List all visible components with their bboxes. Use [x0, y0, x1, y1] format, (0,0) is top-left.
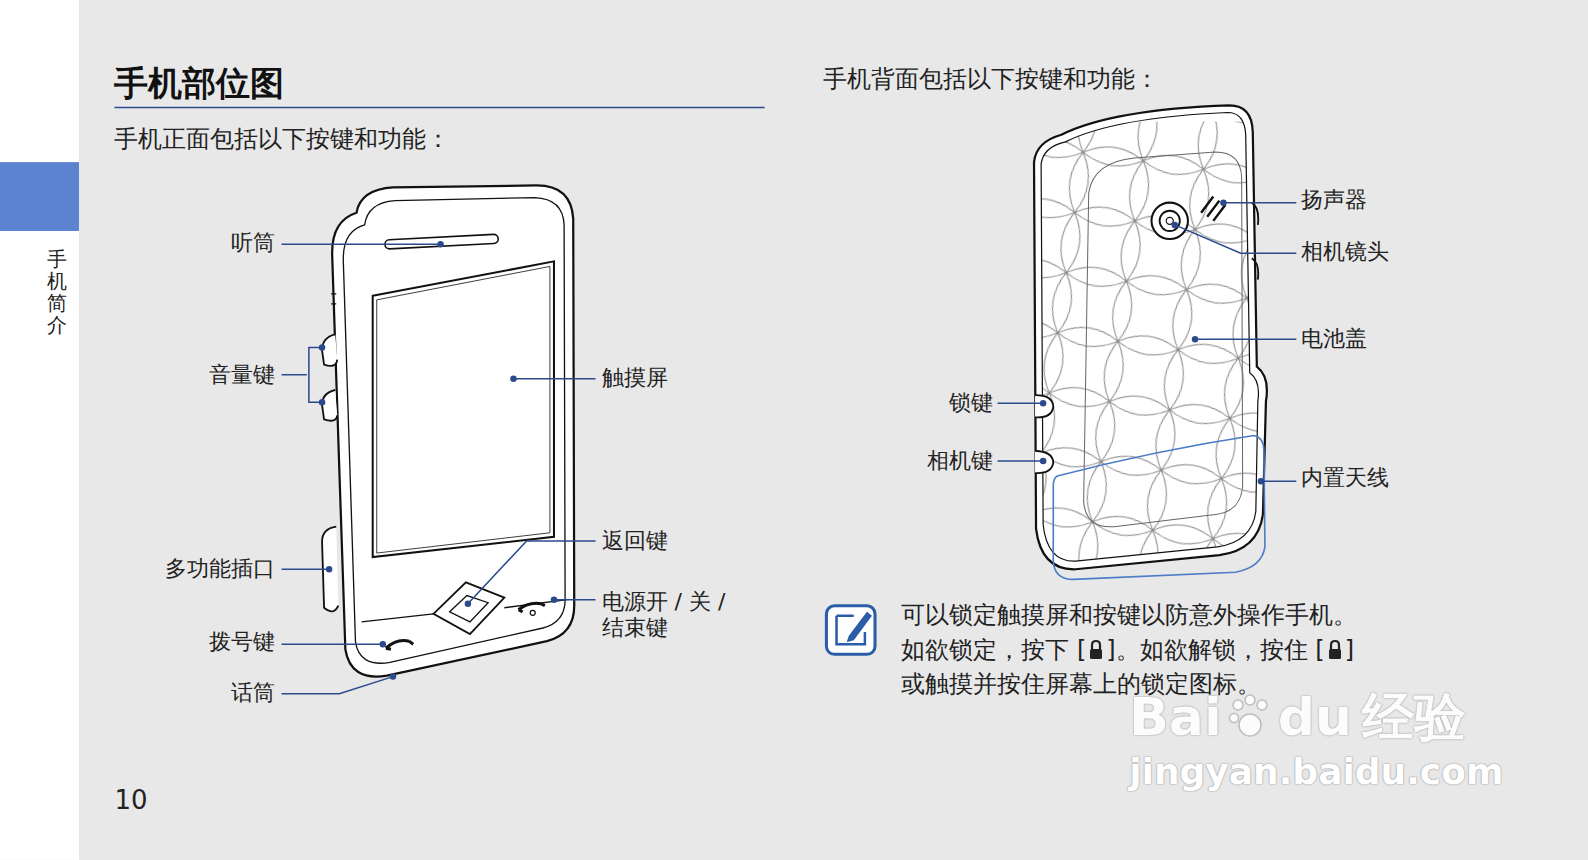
note-line: 如欲锁定，按下 [ ]。如欲解锁，按住 []	[901, 636, 1354, 665]
page-title: 手机部位图	[114, 63, 284, 104]
leader-lines	[282, 244, 596, 694]
antenna-outline	[1053, 436, 1265, 580]
note-text: ]	[1345, 636, 1354, 665]
part-label: 音量键	[209, 362, 275, 388]
note-icon	[826, 606, 875, 655]
watermark-text: 经验	[1362, 686, 1466, 748]
part-label: 多功能插口	[165, 556, 275, 582]
part-label: 相机镜头	[1301, 239, 1389, 265]
part-label: 话筒	[231, 680, 275, 706]
part-label: 听筒	[231, 230, 275, 256]
phone-back	[1033, 105, 1276, 587]
part-label: 触摸屏	[602, 365, 668, 391]
note-text: 可以锁定触摸屏和按键以防意外操作手机。	[901, 601, 1357, 630]
page-number: 10	[114, 785, 147, 816]
side-strip	[0, 0, 79, 860]
side-tab-text: 手机简介	[47, 248, 67, 336]
title-rule	[114, 107, 764, 109]
subtitle: 手机正面包括以下按键和功能：	[114, 125, 450, 154]
watermark-url: jingyan.baidu.com	[1129, 750, 1503, 793]
note-text: 如欲锁定，按下 [	[901, 636, 1086, 665]
part-label: 内置天线	[1301, 465, 1389, 491]
part-label: 相机键	[927, 448, 993, 474]
lock-icon	[1327, 639, 1343, 661]
watermark-text: Bai	[1129, 686, 1222, 748]
leader-dots	[1040, 199, 1264, 484]
leader-dots	[319, 241, 557, 680]
lock-icon	[1088, 639, 1104, 661]
subtitle: 手机背面包括以下按键和功能：	[823, 65, 1159, 94]
part-label: 扬声器	[1301, 187, 1367, 213]
part-label: 拨号键	[209, 629, 275, 655]
phone-front	[322, 185, 574, 676]
part-label: 锁键	[949, 390, 993, 416]
leader-lines	[998, 203, 1297, 482]
watermark: Baidu经验	[1129, 686, 1466, 748]
part-label: 返回键	[602, 528, 668, 554]
part-label: 电池盖	[1301, 326, 1367, 352]
note-text: ]。如欲解锁，按住 [	[1106, 636, 1324, 665]
watermark-logo	[1226, 691, 1274, 743]
part-label: 电源开 / 关 / 结束键	[602, 589, 742, 640]
watermark-text: du	[1278, 686, 1352, 748]
